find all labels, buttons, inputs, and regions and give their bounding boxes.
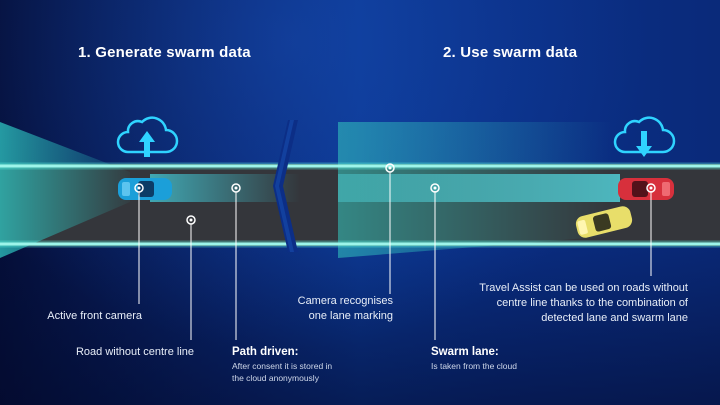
swarm-lane-band bbox=[338, 174, 620, 202]
label-swarm-lane-sub: Is taken from the cloud bbox=[431, 360, 517, 372]
label-travel-assist-line2: centre line thanks to the combination of bbox=[497, 296, 688, 311]
heading-generate: 1. Generate swarm data bbox=[78, 44, 251, 61]
label-travel-assist-line3: detected lane and swarm lane bbox=[541, 311, 688, 326]
label-road-without-centre-line: Road without centre line bbox=[76, 345, 194, 360]
label-path-driven-title: Path driven: bbox=[232, 345, 298, 360]
cloud-upload-icon bbox=[118, 118, 177, 157]
label-path-driven-line2: the cloud anonymously bbox=[232, 372, 319, 384]
label-travel-assist-line1: Travel Assist can be used on roads witho… bbox=[479, 281, 688, 296]
label-swarm-lane-title: Swarm lane: bbox=[431, 345, 499, 360]
cloud-download-icon bbox=[615, 118, 674, 157]
label-camera-recognises-line1: Camera recognises bbox=[298, 294, 393, 309]
label-active-front-camera: Active front camera bbox=[47, 309, 142, 324]
blue-car bbox=[118, 178, 172, 200]
label-path-driven-line1: After consent it is stored in bbox=[232, 360, 332, 372]
label-camera-recognises-line2: one lane marking bbox=[309, 309, 393, 324]
red-car bbox=[618, 178, 674, 200]
heading-use: 2. Use swarm data bbox=[443, 44, 577, 61]
